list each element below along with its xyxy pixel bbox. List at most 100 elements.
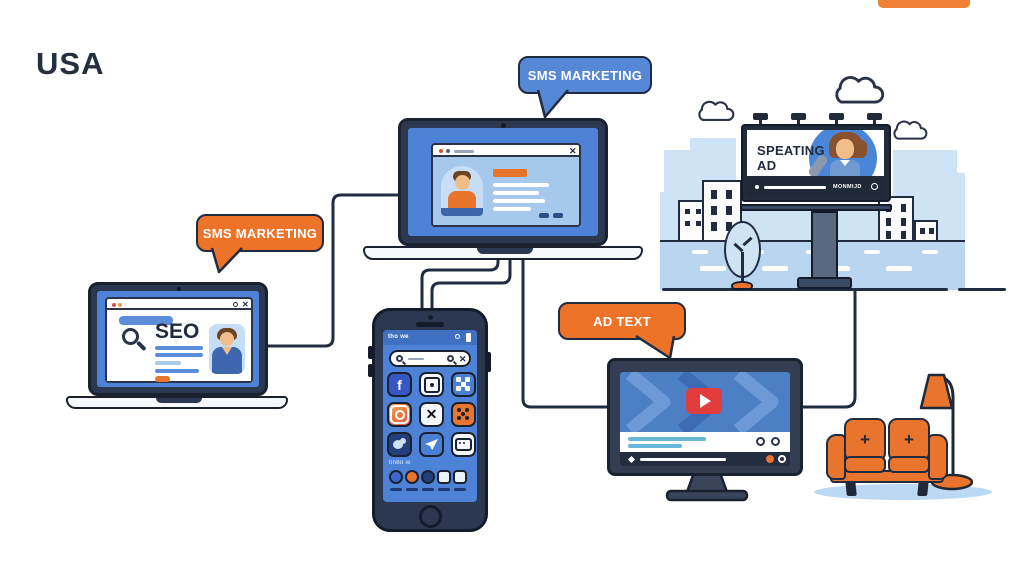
tv-control-bar — [620, 452, 790, 466]
play-button[interactable] — [686, 388, 722, 414]
road-dash — [922, 250, 938, 254]
share-node — [465, 386, 470, 391]
laptop-notch — [156, 398, 202, 403]
action-circle-icon[interactable] — [756, 437, 765, 446]
top-right-accent-bar — [878, 0, 970, 8]
phone-volume-button[interactable] — [368, 364, 373, 377]
browser-titlebar: ✕ — [107, 299, 251, 310]
window — [696, 209, 701, 214]
presenter-face — [836, 139, 854, 159]
sofa-armrest — [826, 434, 846, 480]
cta-button[interactable] — [155, 376, 170, 382]
clear-search-icon[interactable]: ✕ — [459, 354, 467, 364]
action-dot[interactable] — [539, 213, 549, 218]
window-dot-icon — [446, 149, 450, 153]
search-placeholder-line — [408, 357, 424, 360]
page-title: USA — [36, 46, 105, 81]
app-icon-x[interactable]: ✕ — [419, 402, 444, 427]
fullscreen-icon[interactable] — [871, 183, 878, 190]
app-icon-dice[interactable] — [451, 402, 476, 427]
dock-icon[interactable] — [453, 470, 467, 484]
app-icon-pet[interactable] — [387, 432, 412, 457]
plus-icon: + — [860, 430, 870, 449]
seo-heading: SEO — [155, 320, 200, 343]
billboard-lamp-icon — [791, 113, 806, 120]
dock-icon[interactable] — [437, 470, 451, 484]
avatar — [441, 166, 483, 216]
laptop-center-base — [363, 246, 643, 260]
laptop-left-display: ✕ SEO — [97, 291, 259, 387]
play-triangle-icon — [700, 394, 711, 408]
dock-icon[interactable] — [405, 470, 419, 484]
window — [711, 222, 717, 231]
app-icon-instagram[interactable] — [387, 402, 412, 427]
dice-pip — [457, 416, 461, 420]
browser-window: ✕ SEO — [105, 297, 253, 383]
app-icon-camera[interactable] — [419, 372, 444, 397]
text-line — [493, 207, 531, 211]
search-input[interactable]: ✕ — [389, 350, 471, 367]
phone-status-bar: tho we — [383, 330, 477, 345]
app-icon-send[interactable] — [419, 432, 444, 457]
text-line — [628, 444, 682, 448]
headline-bar — [493, 169, 527, 177]
phone-power-button[interactable] — [486, 352, 491, 372]
instagram-lens-icon — [394, 409, 405, 420]
x-glyph: ✕ — [425, 406, 438, 422]
paper-plane-icon — [425, 439, 438, 450]
road-dash — [864, 250, 880, 254]
bubble-sms-marketing-blue: SMS MARKETING — [518, 56, 652, 94]
presenter-collar — [840, 160, 850, 166]
presenter-torso — [830, 160, 860, 176]
billboard-headline-line1: SPEATING — [757, 143, 825, 158]
magnifier-icon — [122, 328, 139, 345]
close-icon[interactable]: ✕ — [569, 146, 577, 156]
dock-icon[interactable] — [389, 470, 403, 484]
sofa-seat-cushion — [844, 456, 886, 473]
sofa-seat-cushion — [888, 456, 930, 473]
window — [901, 231, 906, 239]
browser-content: SEO — [107, 310, 251, 382]
action-dot[interactable] — [553, 213, 563, 218]
settings-dot-icon[interactable] — [233, 302, 238, 307]
pet-blob — [393, 440, 403, 449]
phone-volume-button[interactable] — [368, 346, 373, 359]
window — [929, 228, 934, 234]
window-dot-icon — [112, 302, 116, 307]
billboard-lamp-icon — [867, 113, 882, 120]
window — [726, 190, 732, 199]
app-icon-facebook[interactable]: f — [387, 372, 412, 397]
home-button[interactable] — [419, 505, 442, 528]
tree-trunk — [741, 252, 744, 286]
app-icon-bot[interactable] — [451, 432, 476, 457]
search-bar[interactable] — [119, 316, 173, 325]
road-dash — [762, 266, 788, 271]
laptop-center: ✕ — [398, 118, 608, 246]
billboard-headline-line2: AD — [757, 158, 777, 173]
progress-line[interactable] — [764, 186, 826, 189]
avatar — [209, 324, 245, 374]
building — [878, 196, 914, 242]
dock-dash — [390, 488, 402, 491]
settings-circle-icon[interactable] — [778, 455, 786, 463]
search-icon — [447, 355, 454, 362]
progress-line[interactable] — [640, 457, 726, 461]
tv-video-area — [620, 372, 790, 432]
browser-content — [433, 157, 579, 225]
dock-icon[interactable] — [421, 470, 435, 484]
record-dot-icon[interactable] — [766, 455, 774, 463]
browser-window: ✕ — [431, 143, 581, 227]
camera-body-icon — [423, 376, 440, 393]
window — [685, 209, 690, 214]
pet-blob — [400, 438, 406, 444]
floor-shadow — [814, 484, 992, 500]
dock-dash — [454, 488, 466, 491]
close-icon[interactable]: ✕ — [242, 300, 249, 309]
window-dot-icon — [118, 302, 122, 307]
action-circle-icon[interactable] — [771, 437, 780, 446]
magnifier-handle — [136, 340, 147, 351]
laptop-center-display: ✕ — [408, 128, 598, 236]
billboard-content: SPEATING AD — [747, 130, 884, 176]
app-icon-share[interactable] — [451, 372, 476, 397]
search-icon-handle — [452, 360, 458, 365]
